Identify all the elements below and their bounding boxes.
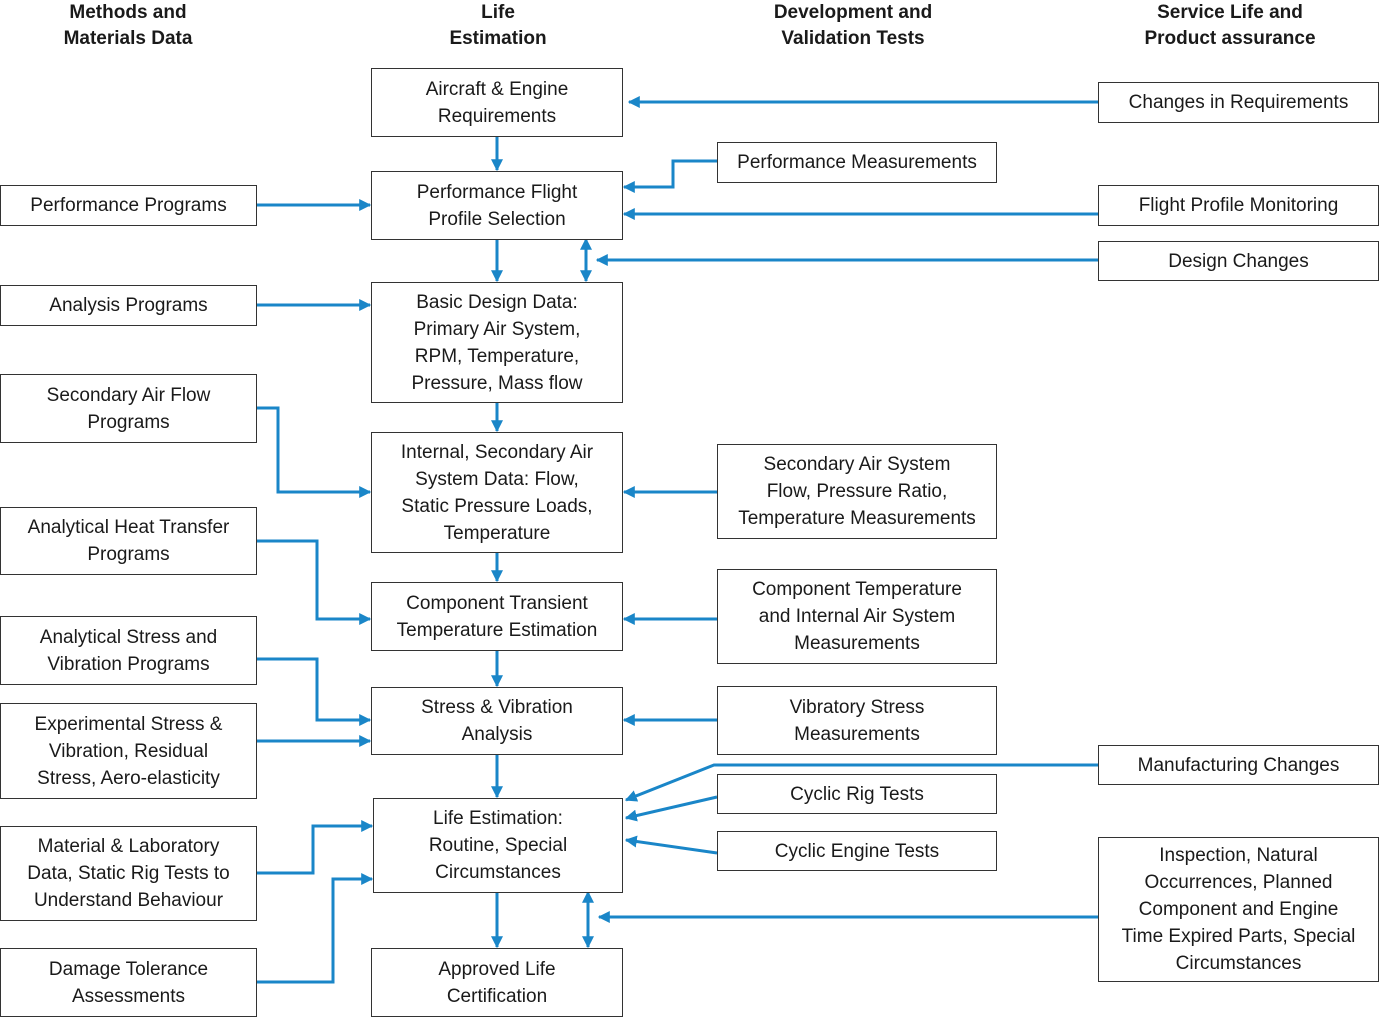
header-development-validation: Development and Validation Tests (773, 2, 933, 49)
arrow-manufacturing-changes (624, 763, 1098, 802)
header-service-life: Service Life and Product assurance (1144, 2, 1316, 49)
arrow-heat-transfer-programs (256, 539, 372, 625)
box-design-changes: Design Changes (1098, 241, 1379, 281)
box-material-laboratory-data: Material & Laboratory Data, Static Rig T… (0, 826, 257, 921)
box-component-temperature-measurements: Component Temperature and Internal Air S… (717, 569, 997, 664)
box-aircraft-engine-requirements: Aircraft & Engine Requirements (371, 68, 623, 137)
arrow-stress-vibration-programs (256, 657, 372, 726)
box-secondary-air-measurements: Secondary Air System Flow, Pressure Rati… (717, 444, 997, 539)
box-performance-programs: Performance Programs (0, 185, 257, 226)
box-life-estimation: Life Estimation: Routine, Special Circum… (373, 798, 623, 893)
box-cyclic-rig-tests: Cyclic Rig Tests (717, 774, 997, 814)
box-approved-life-certification: Approved Life Certification (371, 948, 623, 1017)
box-changes-in-requirements: Changes in Requirements (1098, 82, 1379, 123)
box-flight-profile-monitoring: Flight Profile Monitoring (1098, 185, 1379, 226)
box-secondary-air-flow-programs: Secondary Air Flow Programs (0, 374, 257, 443)
box-experimental-stress: Experimental Stress & Vibration, Residua… (0, 703, 257, 799)
arrow-material-lab-data (256, 820, 374, 875)
box-cyclic-engine-tests: Cyclic Engine Tests (717, 831, 997, 871)
arrow-cyclic-rig-tests (624, 795, 718, 822)
box-internal-secondary-air: Internal, Secondary Air System Data: Flo… (371, 432, 623, 553)
box-damage-tolerance: Damage Tolerance Assessments (0, 948, 257, 1017)
box-component-transient-temperature: Component Transient Temperature Estimati… (371, 582, 623, 651)
box-analysis-programs: Analysis Programs (0, 285, 257, 326)
arrow-cyclic-engine-tests (624, 835, 718, 855)
header-methods-materials: Methods and Materials Data (63, 2, 193, 49)
box-stress-vibration-analysis: Stress & Vibration Analysis (371, 687, 623, 755)
arrow-performance-measurements (622, 159, 717, 193)
box-heat-transfer-programs: Analytical Heat Transfer Programs (0, 507, 257, 575)
arrow-damage-tolerance (256, 873, 374, 984)
box-performance-flight-profile: Performance Flight Profile Selection (371, 171, 623, 240)
header-life-estimation: Life Estimation (449, 2, 547, 49)
box-stress-vibration-programs: Analytical Stress and Vibration Programs (0, 616, 257, 685)
box-performance-measurements: Performance Measurements (717, 142, 997, 183)
box-inspection-occurrences: Inspection, Natural Occurrences, Planned… (1098, 837, 1379, 982)
arrow-secondary-air-flow-programs (256, 406, 372, 498)
box-basic-design-data: Basic Design Data: Primary Air System, R… (371, 282, 623, 403)
box-manufacturing-changes: Manufacturing Changes (1098, 745, 1379, 785)
box-vibratory-stress-measurements: Vibratory Stress Measurements (717, 686, 997, 755)
